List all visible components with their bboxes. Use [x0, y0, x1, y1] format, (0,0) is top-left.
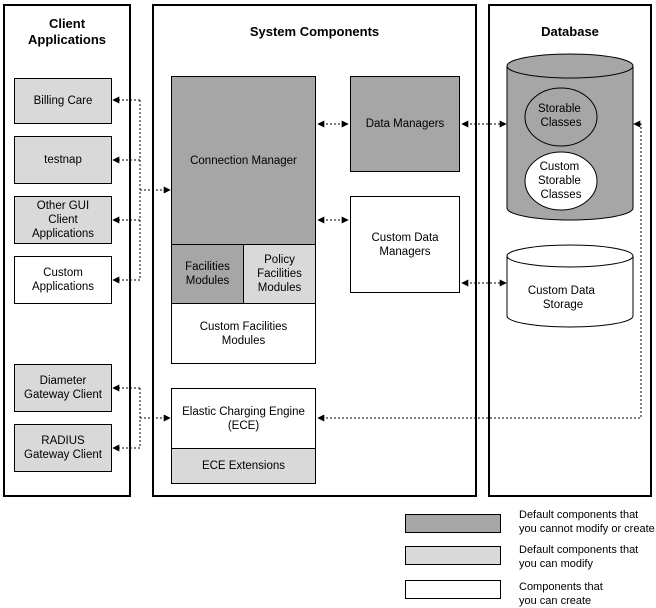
- ece-db-connector: [317, 120, 642, 422]
- facilities-modules-box: Facilities Modules: [171, 244, 244, 304]
- cm-dm-connectors: [317, 120, 349, 224]
- diameter-gateway-client-box: Diameter Gateway Client: [14, 364, 112, 412]
- custom-applications-box: Custom Applications: [14, 256, 112, 304]
- radius-gateway-client-box: RADIUS Gateway Client: [14, 424, 112, 472]
- testnap-box: testnap: [14, 136, 112, 184]
- custom-storable-classes-line3: Classes: [541, 189, 582, 201]
- system-components-title: System Components: [249, 24, 380, 39]
- legend-swatch-white: [405, 580, 501, 599]
- legend-swatch-dark: [405, 514, 501, 533]
- client-applications-title: Client Applications: [27, 16, 106, 47]
- dm-db-connectors: [461, 120, 507, 287]
- custom-storable-classes-label: Custom Storable Classes: [538, 161, 584, 201]
- legend-swatch-light: [405, 546, 501, 565]
- custom-facilities-modules-box: Custom Facilities Modules: [171, 303, 316, 364]
- legend-text-light: Default components that you can modify: [519, 544, 639, 570]
- custom-data-storage-line1: Custom Data: [528, 285, 596, 297]
- custom-data-storage-line2: Storage: [543, 299, 583, 311]
- client-cm-connectors: [112, 96, 171, 284]
- other-gui-client-applications-box: Other GUI Client Applications: [14, 196, 112, 244]
- database-title: Database: [541, 24, 599, 39]
- legend-text-white: Components that you can create: [519, 581, 603, 607]
- billing-care-box: Billing Care: [14, 78, 112, 124]
- policy-facilities-modules-box: Policy Facilities Modules: [243, 244, 316, 304]
- storable-classes-line1: Storable: [538, 103, 581, 115]
- custom-storable-classes-line1: Custom: [540, 161, 580, 173]
- ece-extensions-box: ECE Extensions: [171, 448, 316, 484]
- gateway-ece-connectors: [112, 384, 171, 452]
- elastic-charging-engine-box: Elastic Charging Engine (ECE): [171, 388, 316, 449]
- legend-text-dark: Default components that you cannot modif…: [519, 509, 655, 535]
- storable-classes-line2: Classes: [541, 117, 582, 129]
- connection-manager-label: Connection Manager: [190, 155, 297, 167]
- custom-storable-classes-line2: Storable: [538, 175, 581, 187]
